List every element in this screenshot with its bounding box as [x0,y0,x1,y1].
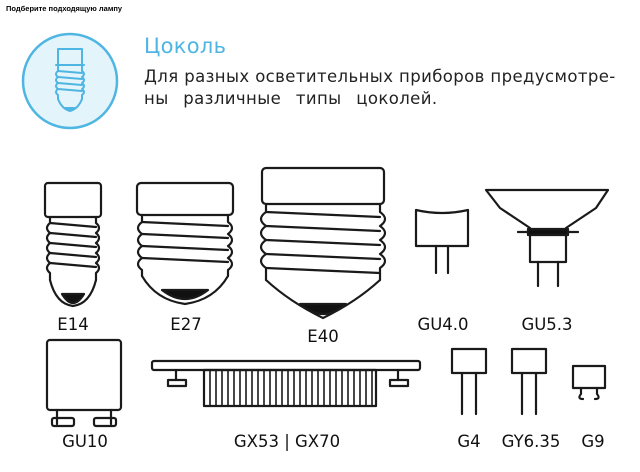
page-title: Подберите подходящую лампу [6,4,123,13]
e27-base-icon [135,181,235,306]
base-label-e27: E27 [170,315,202,334]
g4-base-icon [450,347,488,416]
gy635-base-icon [510,347,548,416]
gu53-base-icon [484,188,610,288]
base-label-gu53: GU5.3 [521,315,573,334]
e40-base-icon [259,166,387,320]
e14-base-icon [43,181,103,308]
base-label-g4: G4 [457,432,481,451]
gu4-base-icon [414,208,470,275]
gx53-gx70-base-icon [150,359,422,408]
hero-description: Для разных осветительных приборов предус… [144,66,616,110]
base-label-e14: E14 [57,315,89,334]
base-label-gu40: GU4.0 [417,315,469,334]
base-label-e40: E40 [307,327,339,346]
hero-description-line-2: ны различные типы цоколей. [144,89,438,108]
base-label-gy635: GY6.35 [501,432,561,451]
base-label-g9: G9 [581,432,605,451]
hero-heading: Цоколь [144,34,227,58]
g9-base-icon [571,364,607,401]
gu10-base-icon [45,338,123,428]
base-label-gu10: GU10 [62,432,108,451]
base-label-gx53-gx70: GX53 | GX70 [233,432,341,451]
lamp-base-icon [21,32,119,130]
hero-description-line-1: Для разных осветительных приборов предус… [144,67,616,86]
